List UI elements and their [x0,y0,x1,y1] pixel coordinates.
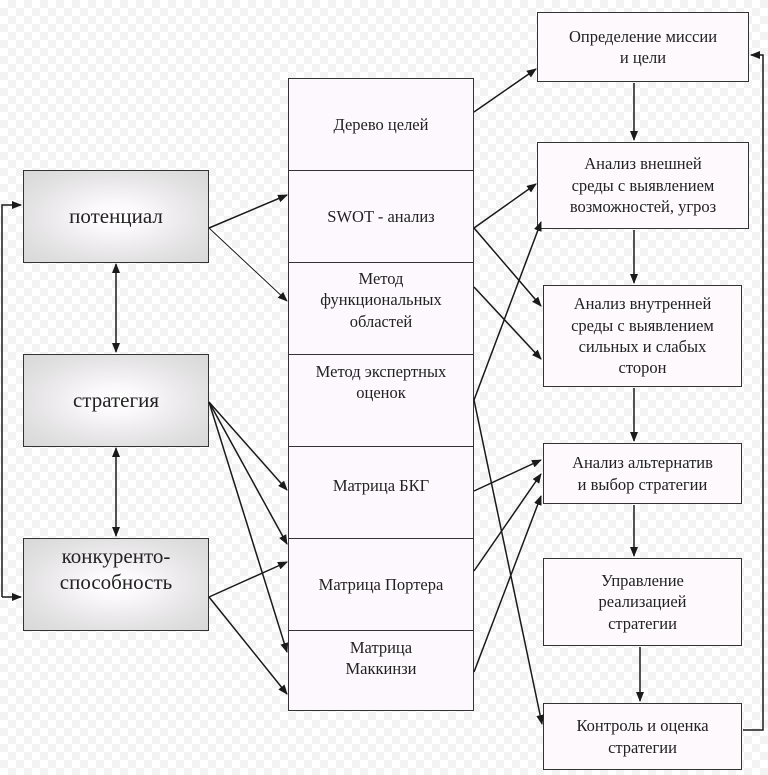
arrow-strategy-bcg [208,401,288,491]
step-mission: Определение миссии и цели [537,12,749,82]
arrow-expert-external [473,221,542,401]
arrow-strategy-porter [208,401,288,545]
step-implementation: Управление реализацией стратегии [543,558,742,646]
step-external-analysis: Анализ внешней среды с выявлением возмож… [537,142,749,229]
method-mckinsey-matrix: Матрица Маккинзи [288,630,474,711]
arrow-swot-external [473,183,537,229]
arrow-competitiveness-mckinsey [208,596,288,695]
step-alternatives: Анализ альтернатив и выбор стратегии [543,443,742,504]
arrow-potential-swot [208,194,288,229]
strategy-label: стратегия [72,387,160,412]
arrow-mckinsey-alternatives [473,495,542,673]
arrow-potential-functional [208,227,288,302]
competitiveness-box: конкуренто- способность [23,538,209,631]
arrow-porter-alternatives [473,473,542,572]
arrow-left-feedback-top [1,201,22,597]
method-goal-tree: Дерево целей [288,78,474,171]
step-control: Контроль и оценка стратегии [543,703,742,770]
arrow-functional-internal [473,286,542,360]
method-bcg-matrix: Матрица БКГ [288,446,474,539]
step-internal-analysis: Анализ внутренней среды с выявлением сил… [543,285,742,387]
method-swot: SWOT - анализ [288,170,474,263]
method-functional-areas: Метод функциональных областей [288,262,474,355]
arrow-goaltree-mission [473,68,537,113]
strategy-box: стратегия [23,354,209,447]
arrow-expert-control [473,399,545,725]
competitiveness-label: конкуренто- способность [59,544,173,595]
arrow-bcg-alternatives [473,459,542,492]
arrow-competitiveness-porter [208,561,288,598]
arrow-swot-internal [473,227,542,307]
method-porter-matrix: Матрица Портера [288,538,474,631]
potential-box: потенциал [23,170,209,263]
method-expert-assessment: Метод экспертных оценок [288,354,474,447]
potential-label: потенциал [69,203,163,228]
arrow-strategy-mckinsey [208,401,289,653]
